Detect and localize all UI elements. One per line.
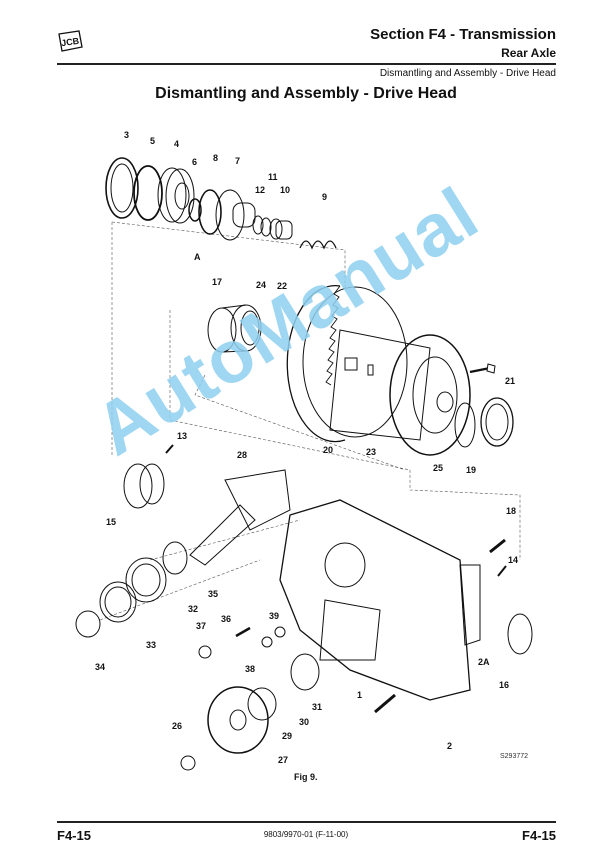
callout-1: 1: [357, 690, 363, 700]
crown-wheel-and-housing: [286, 284, 496, 456]
callout-16: 16: [499, 680, 510, 690]
callout-14: 14: [508, 555, 519, 565]
callout-7: 7: [235, 156, 241, 166]
callout-19: 19: [466, 465, 477, 475]
callout-5: 5: [150, 136, 156, 146]
axle-casing: [279, 499, 481, 701]
document-reference: 9803/9970-01 (F-11-00): [263, 830, 349, 839]
callout-3: 3: [124, 130, 130, 140]
callout-38: 38: [245, 664, 256, 674]
callout-27: 27: [278, 755, 289, 765]
shims-and-bearings: [75, 541, 188, 638]
callout-24: 24: [256, 280, 267, 290]
callout-36: 36: [221, 614, 232, 624]
callout-37: 37: [196, 621, 207, 631]
jcb-logo: JCB: [58, 30, 83, 52]
callout-21: 21: [505, 376, 516, 386]
callout-6: 6: [192, 157, 198, 167]
drawing-reference-code: S293772: [500, 753, 529, 760]
callout-9: 9: [322, 192, 328, 202]
callout-2: 2: [447, 741, 453, 751]
flange-and-fasteners: [180, 538, 533, 771]
section-title: Section F4 - Transmission: [370, 26, 556, 43]
topic-title: Dismantling and Assembly - Drive Head: [379, 68, 556, 79]
callout-15: 15: [106, 517, 117, 527]
callout-31: 31: [312, 702, 323, 712]
callout-25: 25: [433, 463, 444, 473]
bearing-right: [454, 397, 514, 448]
callout-A: A: [194, 252, 201, 262]
callout-32: 32: [188, 604, 199, 614]
page-title: Dismantling and Assembly - Drive Head: [155, 85, 457, 102]
pinion-assembly: [123, 444, 291, 566]
page-number-left: F4-15: [57, 828, 91, 843]
callout-2A: 2A: [478, 657, 490, 667]
callout-10: 10: [280, 185, 291, 195]
callout-13: 13: [177, 431, 188, 441]
callout-22: 22: [277, 281, 288, 291]
callout-20: 20: [323, 445, 334, 455]
callout-8: 8: [213, 153, 219, 163]
bearing-left: [207, 304, 262, 353]
callout-28: 28: [237, 450, 248, 460]
piston-assembly: [105, 157, 337, 250]
footer-divider: [57, 821, 556, 823]
callout-26: 26: [172, 721, 183, 731]
callout-33: 33: [146, 640, 157, 650]
callout-17: 17: [212, 277, 223, 287]
callout-18: 18: [506, 506, 517, 516]
figure-caption: Fig 9.: [294, 772, 318, 782]
callout-12: 12: [255, 185, 266, 195]
callout-34: 34: [95, 662, 106, 672]
callout-4: 4: [174, 139, 180, 149]
callout-23: 23: [366, 447, 377, 457]
page-number-right: F4-15: [522, 828, 556, 843]
callout-39: 39: [269, 611, 280, 621]
callout-11: 11: [268, 172, 278, 182]
callout-29: 29: [282, 731, 293, 741]
assembly-guide-lines: [99, 221, 521, 621]
subsection-title: Rear Axle: [501, 46, 556, 60]
callout-35: 35: [208, 589, 219, 599]
header-divider: [57, 63, 556, 65]
callout-30: 30: [299, 717, 310, 727]
svg-text:JCB: JCB: [61, 36, 81, 48]
